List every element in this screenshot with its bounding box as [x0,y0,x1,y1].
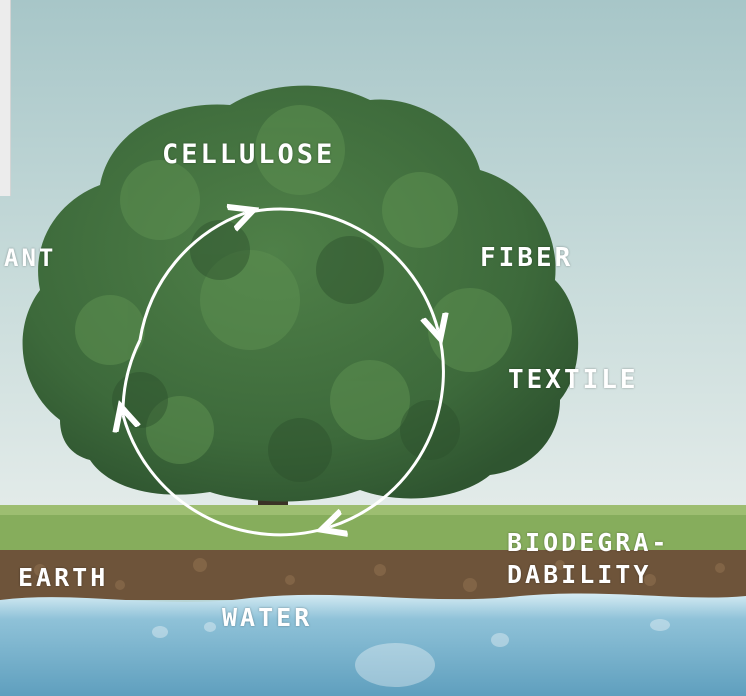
label-plant: ANT [4,244,57,272]
label-water: WATER [222,603,313,632]
label-textile: TEXTILE [508,365,639,395]
cycle-arc-right [244,207,438,330]
label-biodegra: BIODEGRA- [507,528,670,557]
cycle-arc-bottom [330,329,445,527]
tree [22,85,579,515]
label-fiber: FIBER [480,243,574,273]
label-earth: EARTH [18,563,109,592]
cycle-arc-left [123,415,331,537]
label-cellulose: CELLULOSE [162,139,336,170]
soil [0,550,746,600]
cycle-arc-top [138,213,245,341]
left-panel-edge [0,0,11,196]
water [0,593,746,696]
label-dability: DABILITY [507,560,652,589]
cycle-arrows [123,209,443,535]
